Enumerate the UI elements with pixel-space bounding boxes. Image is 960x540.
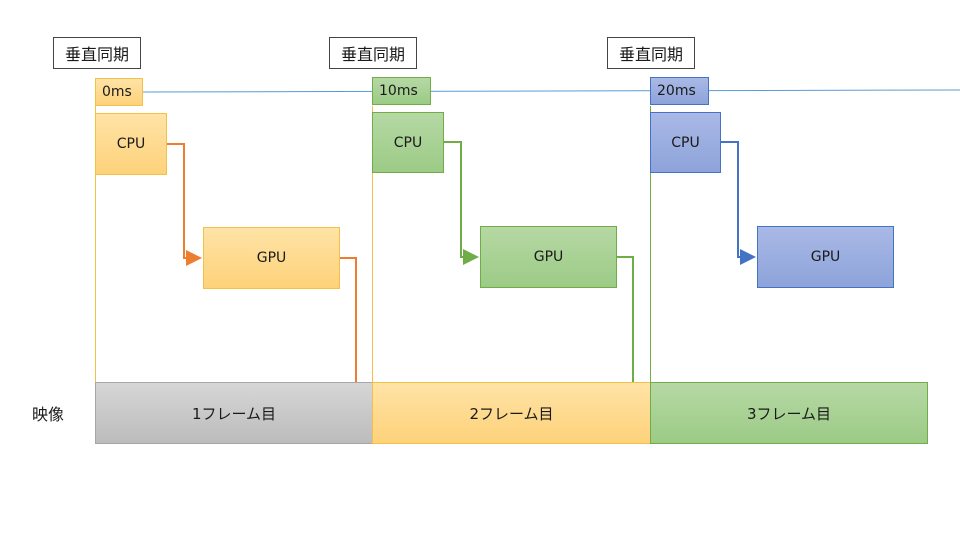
frame-box-1: 1フレーム目 xyxy=(95,382,373,444)
arrow-cpu-gpu-3 xyxy=(721,141,756,265)
time-label-10ms: 10ms xyxy=(372,77,431,105)
arrow-cpu-gpu-2 xyxy=(444,141,479,265)
cpu-box-2: CPU xyxy=(372,112,444,173)
frame-box-2: 2フレーム目 xyxy=(372,382,651,444)
vsync-label-0: 垂直同期 xyxy=(53,37,141,69)
arrow-cpu-gpu-1 xyxy=(167,143,202,266)
gpu-box-3: GPU xyxy=(757,226,894,288)
timeline-line xyxy=(142,89,960,93)
time-label-0ms: 0ms xyxy=(95,78,143,106)
vsync-label-1: 垂直同期 xyxy=(329,37,417,69)
time-label-20ms: 20ms xyxy=(650,77,709,105)
cpu-box-1: CPU xyxy=(95,113,167,175)
gpu-box-1: GPU xyxy=(203,227,340,289)
frame-box-3: 3フレーム目 xyxy=(650,382,928,444)
cpu-box-3: CPU xyxy=(650,112,721,173)
gpu-box-2: GPU xyxy=(480,226,617,288)
vsync-label-2: 垂直同期 xyxy=(607,37,695,69)
output-label: 映像 xyxy=(32,405,65,424)
